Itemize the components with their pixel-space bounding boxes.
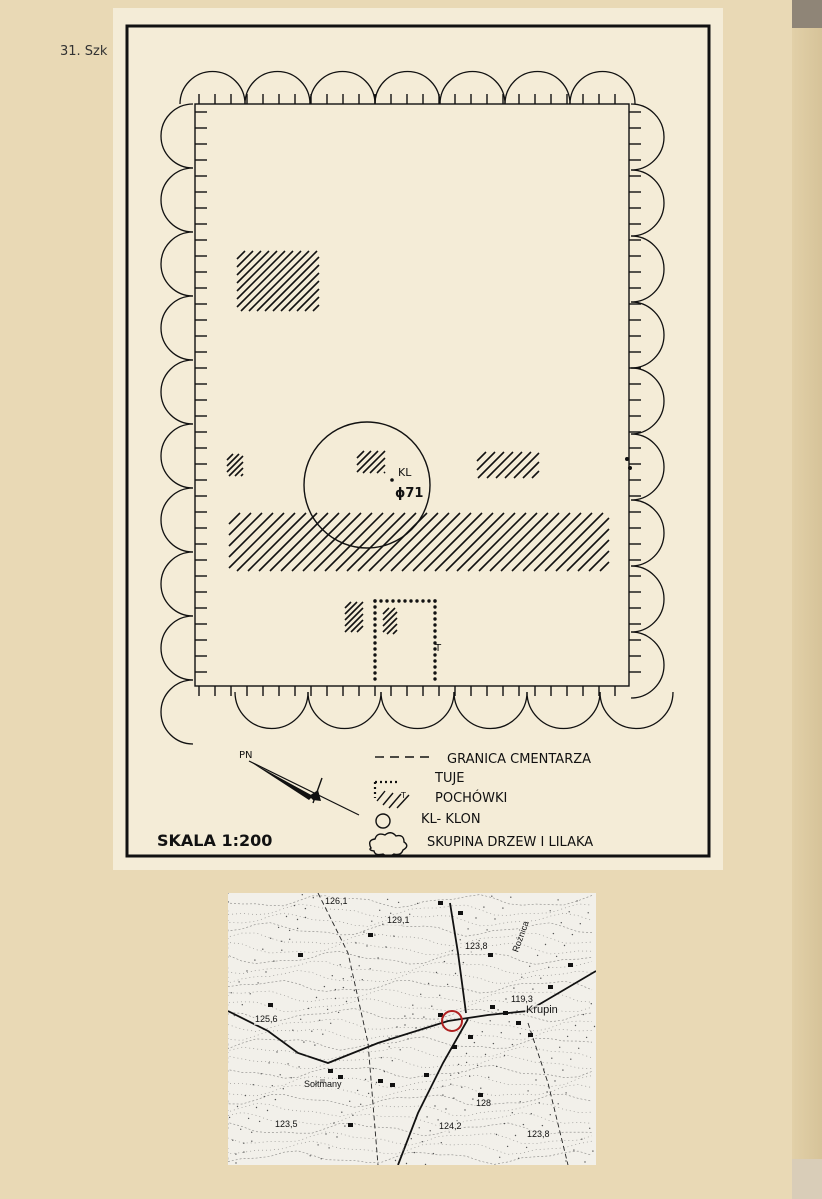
tree-belt-scallops <box>160 70 674 745</box>
cloud-icon <box>368 832 408 857</box>
cemetery-boundary <box>194 94 641 696</box>
maple-tree-crown <box>303 421 431 549</box>
elevation-label-6: 128 <box>475 1098 493 1109</box>
elevation-label-7: 123,5 <box>274 1119 299 1130</box>
page-corner-bottom <box>792 1159 822 1199</box>
elevation-label-1: 126,1 <box>324 896 349 907</box>
cemetery-plan-drawing: KL ϕ71 T PN T GRANICA CMENTARZA TUJ <box>125 24 711 858</box>
page-reference: 31. Szk <box>60 44 108 59</box>
village-label-krupin: Krupin <box>525 1004 559 1016</box>
thuja-label: T <box>434 643 442 654</box>
tree-diameter-label: ϕ71 <box>395 486 423 501</box>
hatch-icon <box>376 790 410 809</box>
legend-label-trees: SKUPINA DRZEW I LILAKA <box>427 835 593 850</box>
circle-icon <box>375 813 391 829</box>
legend-thuja-mark: T <box>400 791 406 800</box>
thuja-single-1 <box>625 457 629 461</box>
plan-frame <box>125 24 711 858</box>
dotted-thuja-icon <box>373 780 397 798</box>
page-edge <box>792 0 822 1199</box>
north-arrow-icon <box>248 760 360 816</box>
legend-label-boundary: GRANICA CMENTARZA <box>447 752 591 767</box>
north-label: PN <box>239 750 253 761</box>
tree-code-label: KL <box>398 466 412 479</box>
elevation-label-8: 124,2 <box>438 1121 463 1132</box>
maple-tree-trunk <box>390 478 394 482</box>
elevation-label-3: 123,8 <box>464 941 489 952</box>
burial-areas <box>226 250 610 635</box>
village-label-soltmany: Sołtmany <box>303 1079 343 1090</box>
cemetery-plan-sheet: KL ϕ71 T PN T GRANICA CMENTARZA TUJ <box>113 8 723 870</box>
legend-symbols <box>368 756 435 857</box>
legend-label-thuja: TUJE <box>434 771 465 786</box>
legend-label-maple: KL- KLON <box>421 812 481 827</box>
thuja-single-2 <box>628 466 632 470</box>
location-topographic-map: Krupin Sołtmany Rożnica 126,1 129,1 123,… <box>228 893 596 1165</box>
legend-label-burials: POCHÓWKI <box>435 790 507 806</box>
elevation-label-5: 125,6 <box>254 1014 279 1025</box>
elevation-label-9: 123,8 <box>526 1129 551 1140</box>
elevation-label-4: 119,3 <box>510 994 534 1005</box>
thuja-hedge <box>373 599 437 681</box>
page-corner-top <box>792 0 822 28</box>
elevation-label-2: 129,1 <box>386 915 411 926</box>
scale-label: SKALA 1:200 <box>157 831 272 850</box>
